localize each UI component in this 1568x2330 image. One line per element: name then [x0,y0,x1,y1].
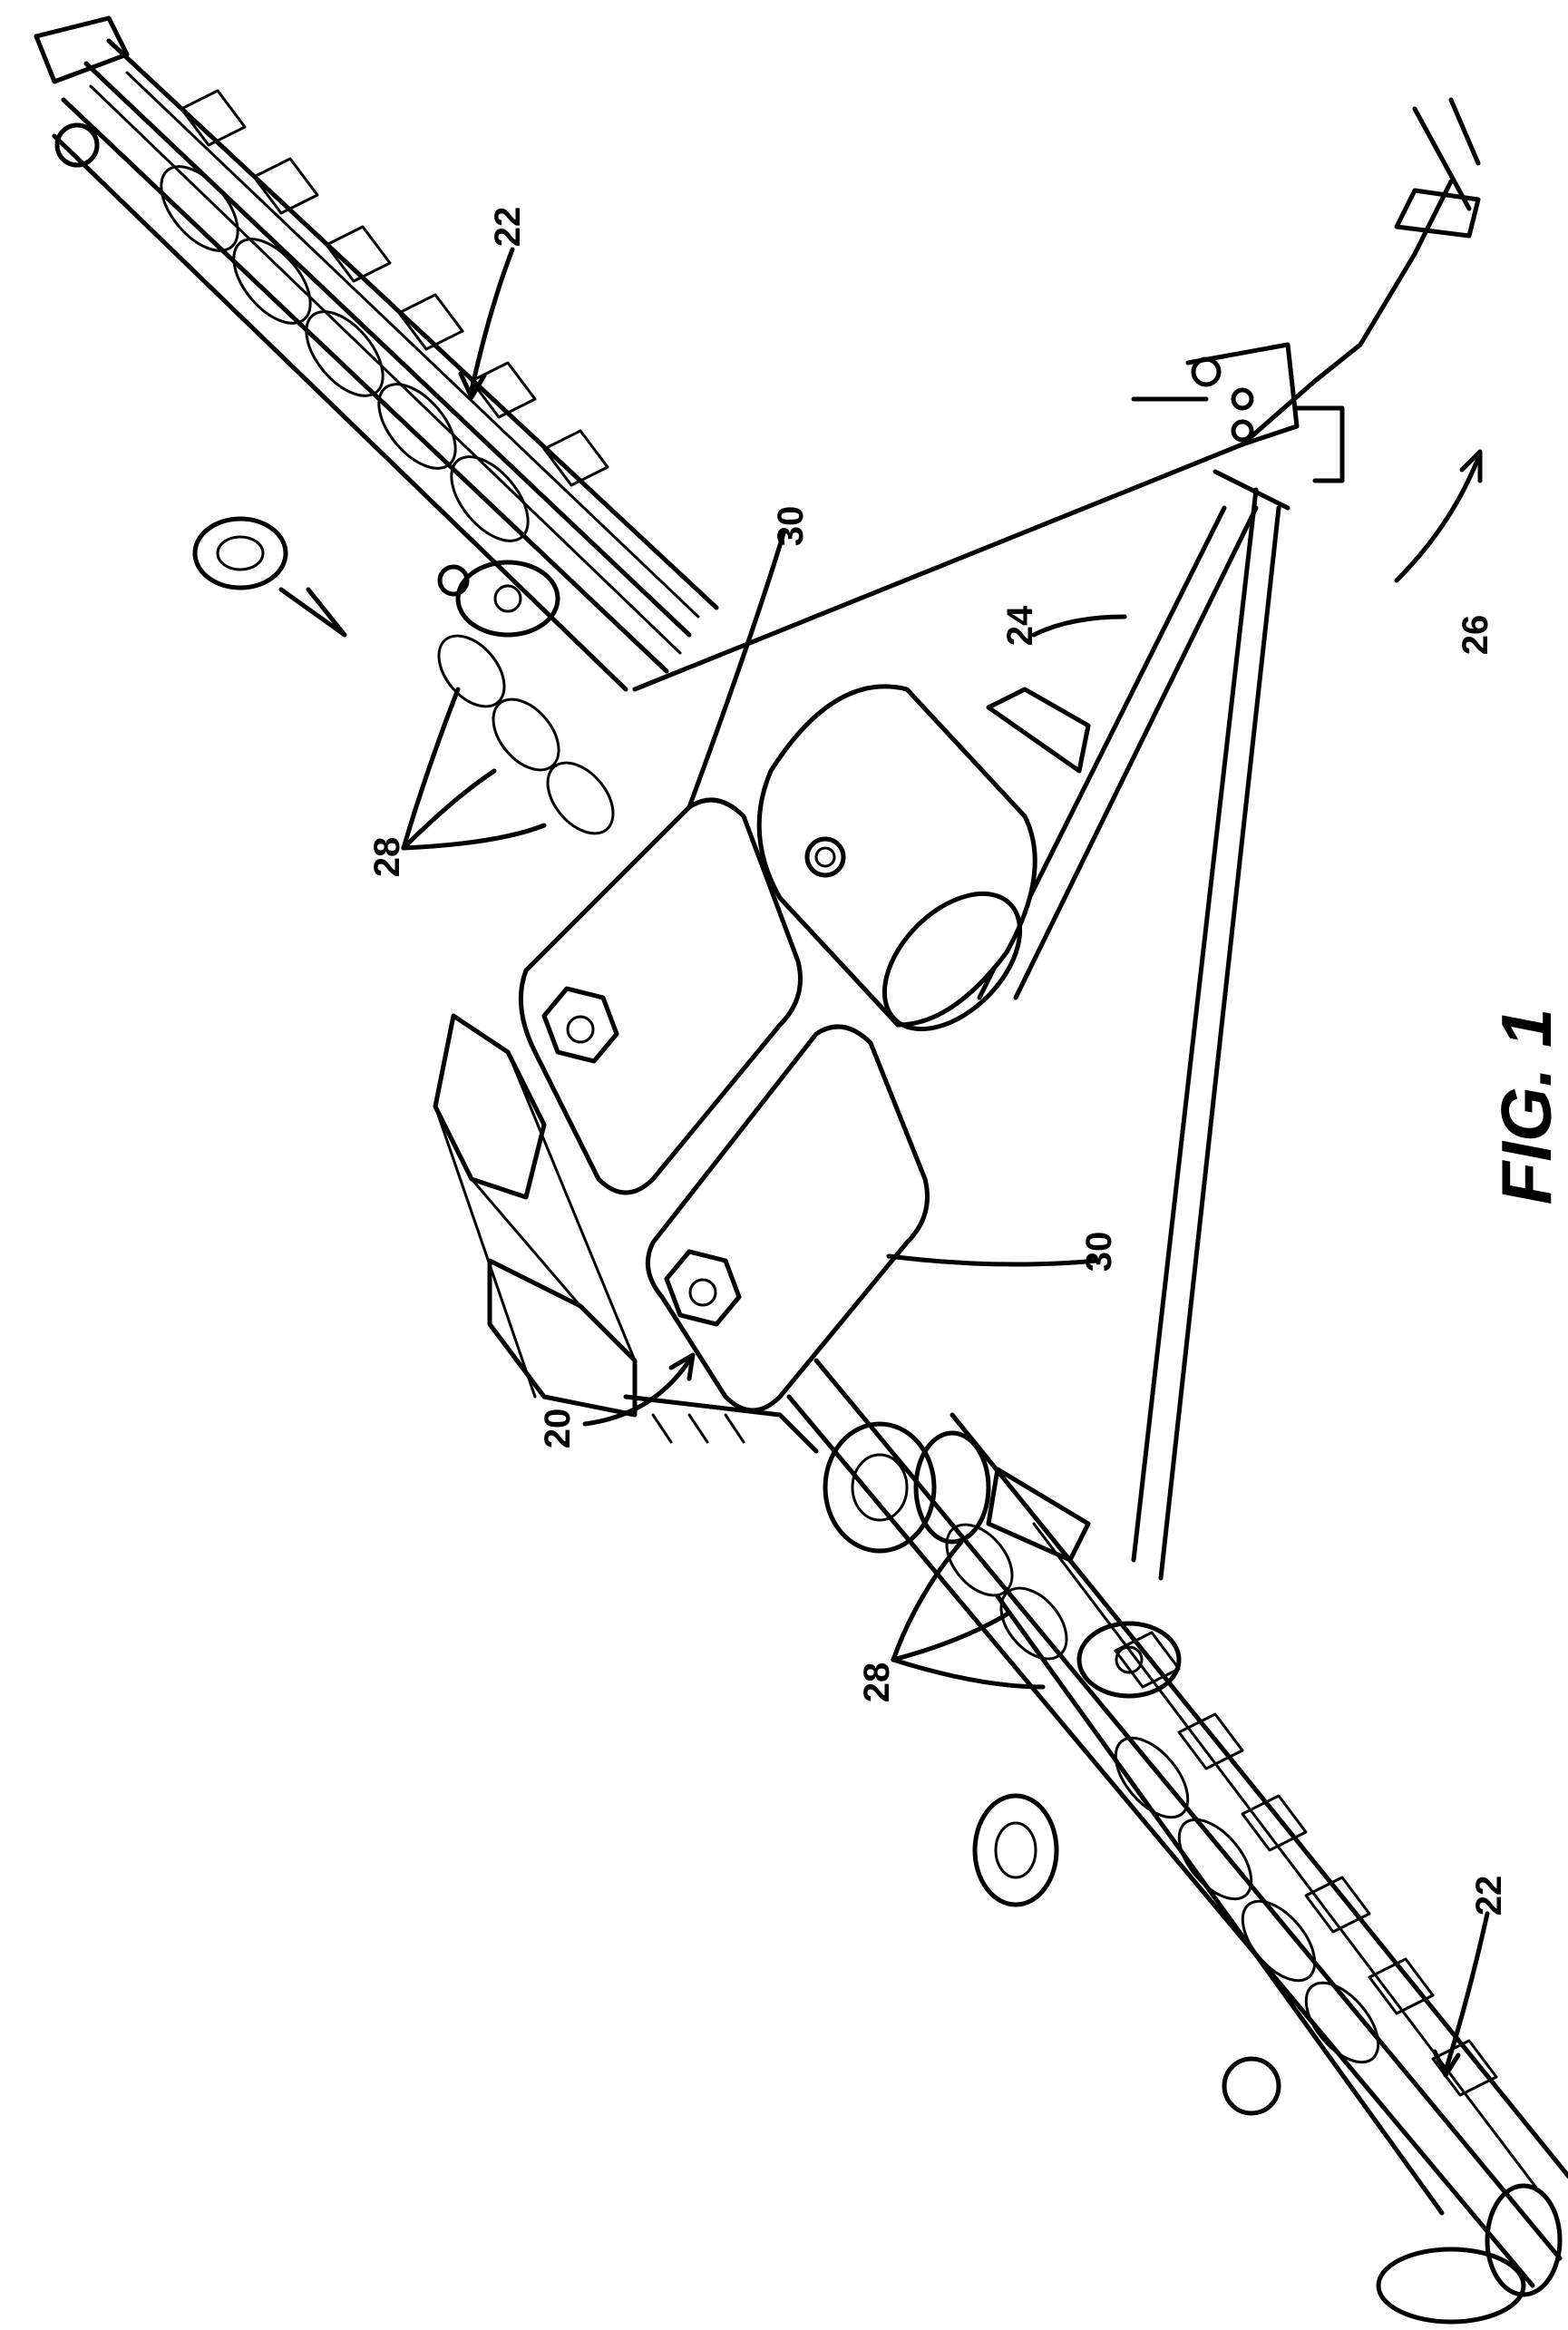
label-22-lower: 22 [1469,1876,1509,1916]
label-26: 26 [1456,615,1495,656]
label-22-upper: 22 [488,207,528,248]
label-28-upper: 28 [367,837,407,878]
figure-caption: FIG. 1 [1486,1009,1566,1205]
lower-toolbar [789,1360,1568,2322]
label-20: 20 [538,1409,578,1449]
upper-toolbar [36,18,716,689]
label-30-upper: 30 [771,506,811,547]
leader-lines [404,249,1487,2075]
tanks [521,687,1045,1410]
label-30-lower: 30 [1079,1232,1119,1272]
label-28-lower: 28 [857,1662,897,1703]
label-24: 24 [1000,605,1040,646]
